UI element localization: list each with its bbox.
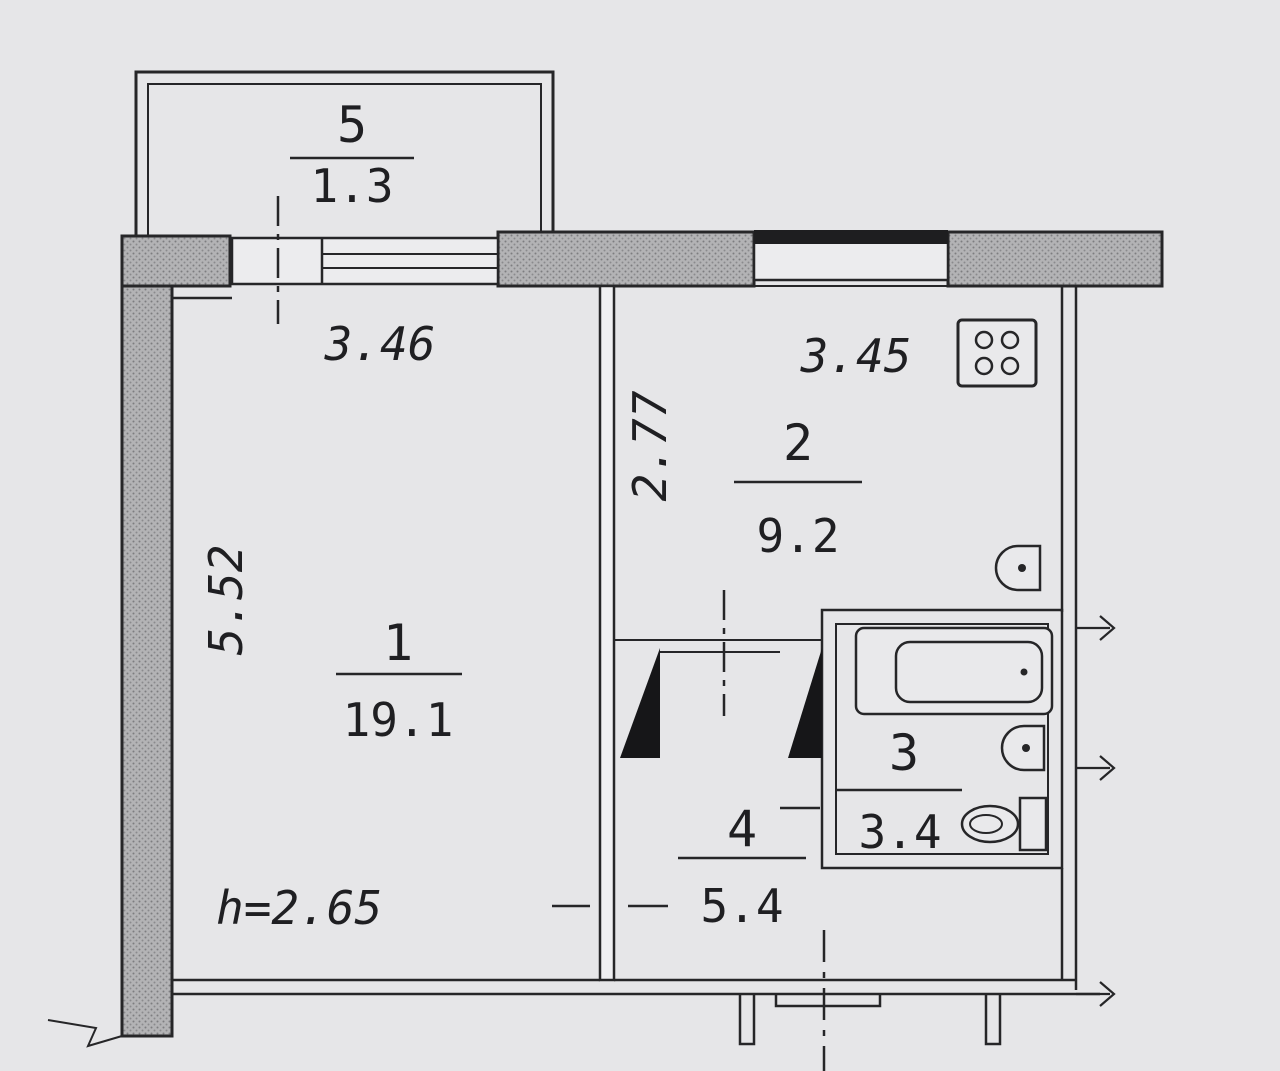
room-4-label: 4 4 5.4 (552, 800, 820, 933)
kitchen-window (752, 230, 950, 282)
sink-icon (994, 544, 1042, 592)
room-1-length-dim: 5.52 (199, 545, 253, 656)
interior-walls (47, 284, 1116, 1071)
exterior-walls (120, 230, 1164, 1038)
room-2-label: 2 9.2 (734, 414, 862, 563)
balcony-door (230, 236, 500, 286)
svg-text:9.2: 9.2 (756, 509, 839, 563)
svg-text:3: 3 (889, 724, 919, 782)
room-5-label: 5 1.3 (290, 96, 414, 213)
svg-text:5: 5 (337, 96, 367, 154)
ceiling-height: h=2.65 (216, 881, 382, 935)
balcony-outline (134, 70, 555, 238)
svg-text:5.4: 5.4 (700, 879, 783, 933)
svg-text:1.3: 1.3 (310, 159, 393, 213)
svg-text:4: 4 (727, 800, 757, 858)
kitchen-doorway (614, 590, 822, 758)
room-2-width-dim: 3.45 (800, 329, 912, 383)
toilet-icon (960, 796, 1048, 852)
bathtub-icon (854, 626, 1054, 716)
room-2-length-dim: 2.77 (623, 390, 677, 501)
room-3-label: 3 3.4 (836, 724, 962, 859)
svg-text:3.4: 3.4 (858, 805, 941, 859)
room-1-label: 1 19.1 (336, 614, 462, 747)
svg-text:1: 1 (383, 614, 413, 672)
room-1-width-dim: 3.46 (324, 317, 436, 371)
svg-text:19.1: 19.1 (343, 693, 454, 747)
svg-text:2: 2 (783, 414, 813, 472)
bathroom-sink-icon (1000, 724, 1046, 772)
stove-icon (956, 318, 1038, 388)
